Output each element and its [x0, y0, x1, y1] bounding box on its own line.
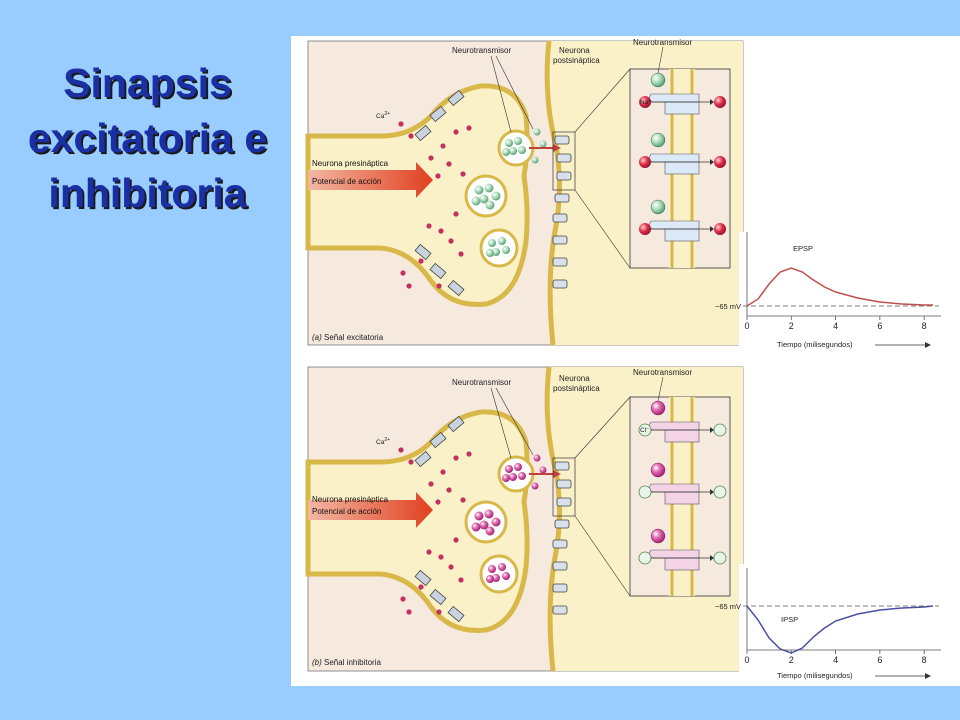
x-tick-label: 2 [789, 655, 794, 665]
synaptic-vesicle-fusing [497, 455, 535, 493]
calcium-channels [414, 89, 465, 297]
x-tick-label: 6 [877, 321, 882, 331]
presynaptic-label: Neurona presináptica [312, 159, 389, 168]
epsp-curve [746, 267, 933, 307]
x-tick-label: 2 [789, 321, 794, 331]
release-arrowhead [553, 470, 561, 478]
x-axis-arrowhead [925, 342, 931, 348]
synapse-figure: Neurona presináptica Potencial de acción… [291, 36, 960, 686]
postsynaptic-label-line-1: Neurona [559, 46, 590, 55]
neurotransmitter-label: Neurotransmisor [452, 46, 511, 55]
action-potential-label: Potencial de acción [312, 507, 381, 516]
neurotransmitter-pointer [495, 55, 534, 130]
calcium-ions [398, 121, 472, 289]
excitatory-receptor-zoom: Neurotransmisor Na+ [629, 38, 731, 269]
x-axis-label: Tiempo (milisegundos) [777, 671, 853, 680]
ion-label: Na+ [640, 98, 651, 106]
title-line-1: Sinapsis [63, 60, 232, 106]
zoom-neurotransmitter-label: Neurotransmisor [633, 38, 692, 47]
postsynaptic-label-line-1: Neurona [559, 374, 590, 383]
neurotransmitter-pointer [490, 387, 512, 459]
postsynaptic-label-line-2: postsináptica [553, 56, 600, 65]
title-line-2: excitatoria e [27, 115, 268, 161]
chloride-channel [638, 462, 727, 505]
synaptic-vesicle [464, 500, 508, 544]
zoom-neurotransmitter-label: Neurotransmisor [633, 368, 692, 377]
x-tick-label: 4 [833, 655, 838, 665]
inhibitory-receptor-zoom: Neurotransmisor Cl− [629, 368, 731, 597]
x-axis-label: Tiempo (milisegundos) [777, 340, 853, 349]
synaptic-vesicle [479, 554, 519, 594]
ipsp-label: IPSP [781, 615, 798, 624]
zoom-line [574, 396, 631, 459]
reference-label: −65 mV [715, 302, 741, 311]
synaptic-vesicle [464, 174, 508, 218]
sodium-channel [639, 132, 726, 175]
zoom-line [574, 515, 631, 597]
neurotransmitter-pointer [490, 55, 512, 133]
calcium-ions [398, 447, 472, 615]
postsynaptic-membrane [544, 40, 562, 346]
calcium-label: Ca2+ [376, 111, 390, 120]
chloride-channel [638, 400, 727, 443]
calcium-channels [414, 415, 465, 623]
x-tick-label: 0 [744, 321, 749, 331]
x-ticks: 0 2 4 6 8 [744, 316, 927, 331]
zoom-source-box [552, 131, 576, 191]
title-line-3: inhibitoria [48, 170, 247, 216]
action-potential-arrow [308, 162, 433, 198]
x-tick-label: 8 [922, 655, 927, 665]
sodium-channel [639, 199, 726, 242]
excitatory-panel-caption: (a) Señal excitatoria [312, 333, 384, 342]
presynaptic-label: Neurona presináptica [312, 495, 389, 504]
reference-label: −65 mV [715, 602, 741, 611]
zoom-line [574, 189, 631, 269]
neurotransmitter-pointer [495, 387, 534, 456]
released-neurotransmitter [531, 454, 547, 490]
action-potential-label: Potencial de acción [312, 177, 381, 186]
chloride-channel [638, 528, 727, 571]
action-potential-arrow [308, 492, 433, 528]
sodium-channel [639, 72, 726, 115]
synapse-diagram: Neurona presináptica Potencial de acción… [305, 38, 949, 686]
x-tick-label: 6 [877, 655, 882, 665]
x-axis-arrowhead [925, 673, 931, 679]
postsynaptic-membrane [544, 366, 562, 672]
postsynaptic-receptors [552, 461, 572, 615]
zoom-source-box [552, 457, 576, 517]
epsp-chart: 0 2 4 6 8 −65 mV EPSP Tiempo (milisegundos) [715, 232, 949, 352]
postsynaptic-label-line-2: postsináptica [553, 384, 600, 393]
inhibitory-panel-caption: (b) Señal inhibitoria [312, 658, 381, 667]
neurotransmitter-label: Neurotransmisor [452, 378, 511, 387]
zoom-line [574, 68, 631, 133]
x-tick-label: 4 [833, 321, 838, 331]
synaptic-vesicle [479, 228, 519, 268]
page-title: Sinapsis excitatoria e inhibitoria [10, 56, 285, 221]
synaptic-vesicle-fusing [497, 129, 535, 167]
released-neurotransmitter [531, 128, 547, 164]
ion-label: Cl− [640, 426, 649, 434]
x-tick-label: 0 [744, 655, 749, 665]
release-arrowhead [553, 144, 561, 152]
postsynaptic-receptors [552, 135, 572, 289]
x-tick-label: 8 [922, 321, 927, 331]
epsp-label: EPSP [793, 244, 813, 253]
calcium-label: Ca2+ [376, 437, 390, 446]
ipsp-curve [746, 605, 934, 654]
ipsp-chart: 0 2 4 6 8 −65 mV IPSP Tiempo (milisegundos) [715, 564, 949, 686]
